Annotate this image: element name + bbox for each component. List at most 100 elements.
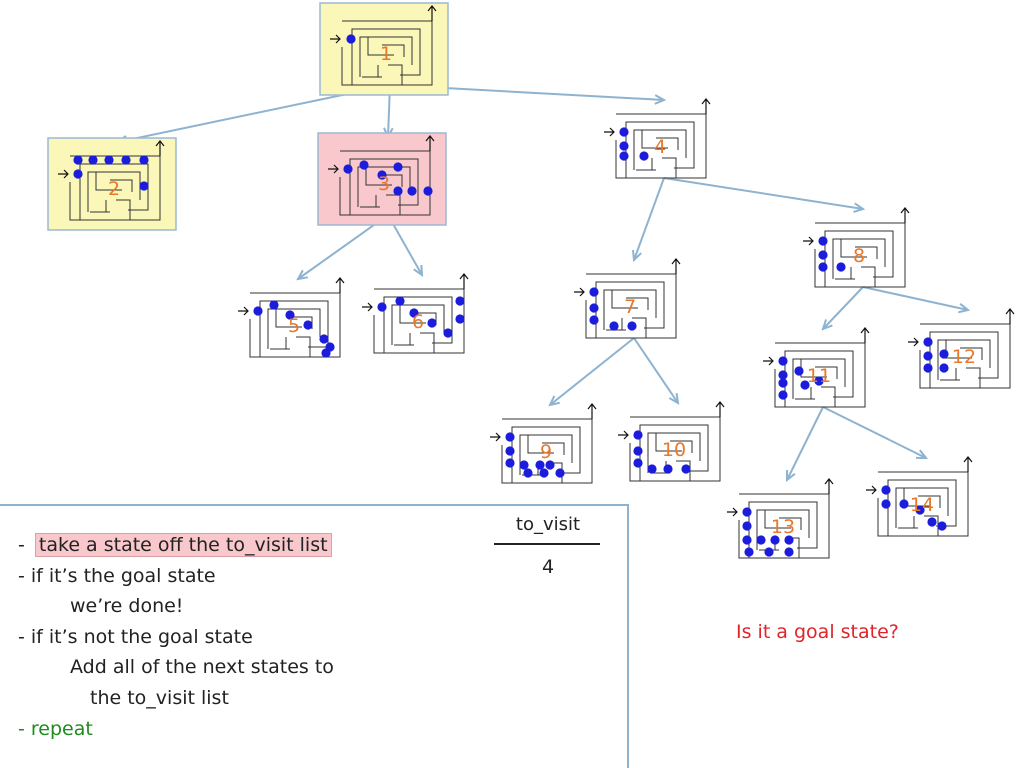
path-dot [269,300,279,310]
path-dot [742,535,752,545]
state-label: 13 [771,516,795,538]
maze-wall [655,433,682,452]
maze-wall [764,510,791,529]
path-dot [744,547,754,557]
maze-wall [615,113,707,179]
maze-wall [585,273,677,339]
maze-exit-arrow [701,98,711,114]
path-dot [619,151,629,161]
maze-wall [748,501,818,558]
maze-wall [924,515,939,536]
state-node-6: 6 [362,273,469,354]
maze-wall [832,238,886,279]
maze-wall [603,289,657,330]
tree-edge-8-12 [862,286,969,311]
path-dot [836,262,846,272]
to-visit-divider [494,543,600,545]
path-dot [319,334,329,344]
maze-entry-arrow [362,302,373,312]
step-take-state: - take a state off the to_visit list [18,530,334,561]
tree-edge-arrowhead [413,264,424,278]
path-dot [253,306,263,316]
path-dot [393,162,403,172]
maze-wall [267,308,321,349]
maze-wall [641,130,668,149]
maze-entry-arrow [330,34,341,44]
maze-wall [647,432,701,473]
step-add-states: Add all of the next states to [70,656,334,679]
state-label: 2 [108,178,120,200]
maze-wall [383,296,453,353]
state-node-2: 2 [47,137,177,231]
path-dot [455,314,465,324]
path-dot [939,349,949,359]
step-done: we’re done! [70,595,184,618]
maze-entry-arrow [763,356,774,366]
maze-exit-arrow [587,403,597,419]
maze-exit-arrow [427,5,437,21]
path-dot [633,458,643,468]
state-node-11: 11 [763,327,870,408]
state-node-12: 12 [908,308,1015,389]
maze-wall [399,305,426,324]
maze-exit-arrow [824,478,834,494]
maze-exit-arrow [715,401,725,417]
path-dot [778,370,788,380]
path-dot [321,348,331,358]
path-dot [881,485,891,495]
maze-wall [611,290,638,309]
path-dot [409,308,419,318]
maze-wall [388,64,403,85]
path-dot [423,186,433,196]
maze-wall [365,167,392,186]
tree-edge-arrowhead [668,392,680,405]
path-dot [927,517,937,527]
maze-entry-arrow [490,432,501,442]
maze-exit-arrow [459,273,469,289]
tree-edge-4-7 [633,177,665,261]
maze-wall [351,28,421,85]
state-label: 6 [412,311,424,333]
tree-edge-arrowhead [548,395,560,407]
path-dot [794,366,804,376]
maze-wall [116,199,131,220]
maze-wall [519,434,573,475]
maze-exit-arrow [425,135,435,151]
path-dot [639,151,649,161]
maze-exit-arrow [860,327,870,343]
maze-wall [792,358,846,399]
maze-wall [420,332,435,353]
maze-exit-arrow [1005,308,1015,324]
step-repeat: - repeat [18,717,93,740]
maze-wall [960,347,983,360]
path-dot [814,376,824,386]
maze-entry-arrow [574,287,585,297]
state-node-14: 14 [866,456,973,537]
maze-exit-arrow [963,456,973,472]
step-if-goal: - if it’s the goal state [18,564,216,587]
path-dot [407,186,417,196]
maze-wall [339,150,431,216]
maze-wall [391,304,445,345]
path-dot [443,328,453,338]
maze-wall [380,174,403,187]
maze-wall [662,157,677,178]
maze-wall [824,230,894,287]
maze-exit-arrow [335,277,345,293]
path-dot [818,236,828,246]
highlighted-step: take a state off the to_visit list [34,533,332,557]
maze-wall [341,20,433,86]
algorithm-steps: - take a state off the to_visit list - i… [18,530,334,744]
maze-wall [855,246,878,259]
maze-wall [815,366,838,379]
maze-wall [670,440,693,453]
tree-edge-11-13 [786,406,824,481]
path-dot [523,468,533,478]
tree-edge-arrowhead [785,469,796,483]
path-dot [742,521,752,531]
tree-edge-7-9 [549,337,635,406]
maze-wall [779,517,802,530]
path-dot [539,468,549,478]
path-dot [881,499,891,509]
